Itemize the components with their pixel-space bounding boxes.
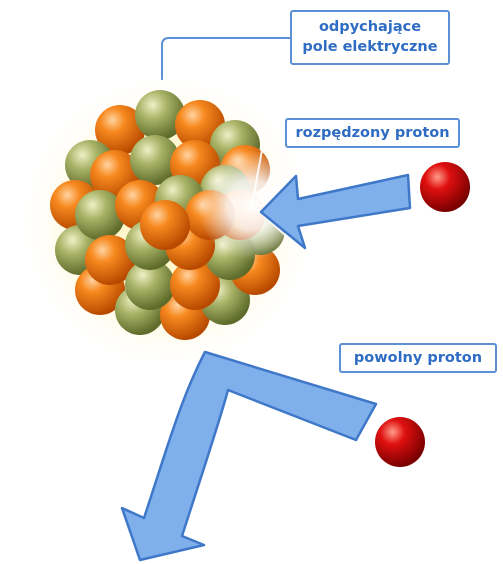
fast-proton — [420, 162, 470, 212]
fast-proton-label: rozpędzony proton — [285, 118, 460, 148]
slow-proton-arrow — [122, 352, 376, 560]
slow-proton — [375, 417, 425, 467]
repulsive-field-label-line2: pole elektryczne — [292, 37, 448, 57]
repulsive-field-label: odpychające pole elektryczne — [290, 10, 450, 65]
proton-sphere — [140, 200, 190, 250]
slow-proton-label: powolny proton — [339, 343, 497, 373]
repulsive-field-label-line1: odpychające — [292, 17, 448, 37]
